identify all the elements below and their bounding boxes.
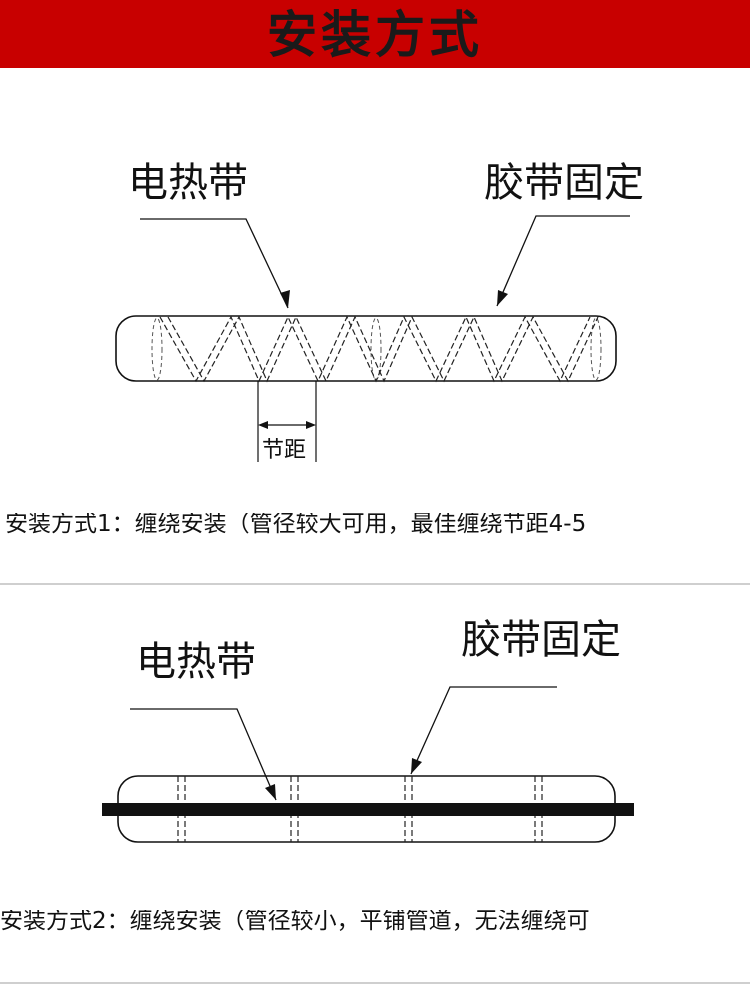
d1-pitch-arrow-right [306,421,316,429]
d2-heat-tape-bar [102,803,634,816]
d1-pipe [115,315,617,382]
d1-leader-heat-tape [140,218,289,309]
d2-leader-heat-tape [130,708,277,801]
d2-arrow-tape-fix [411,758,422,774]
d1-pipe-end-right [590,317,602,381]
d1-arrow-heat-tape [280,290,290,308]
d2-arrow-heat-tape [265,784,276,800]
d1-arrow-tape-fix [497,290,508,306]
d1-label-pitch: 节距 [262,438,307,463]
d1-heat-tape-line-a [159,315,591,383]
d1-pipe-end-left [151,317,163,381]
header-banner [0,0,750,68]
section-divider-2 [0,982,750,984]
d1-leader-tape-fix [496,215,630,307]
page-title: 安装方式 [267,5,483,64]
d2-caption: 安装方式2：缠绕安装（管径较小，平铺管道，无法缠绕可 [0,910,590,933]
d1-label-tape-fix: 胶带固定 [484,160,644,206]
d1-heat-tape-line-b [167,315,599,383]
d2-leader-tape-fix [410,686,557,775]
d1-pitch-arrow-left [258,421,268,429]
section-divider-1 [0,583,750,585]
d1-pipe-section [370,317,382,381]
d1-label-heat-tape: 电热带 [128,160,248,206]
d2-label-tape-fix: 胶带固定 [461,617,621,663]
d1-caption: 安装方式1：缠绕安装（管径较大可用，最佳缠绕节距4-5 [5,513,587,536]
d2-label-heat-tape: 电热带 [136,639,256,685]
